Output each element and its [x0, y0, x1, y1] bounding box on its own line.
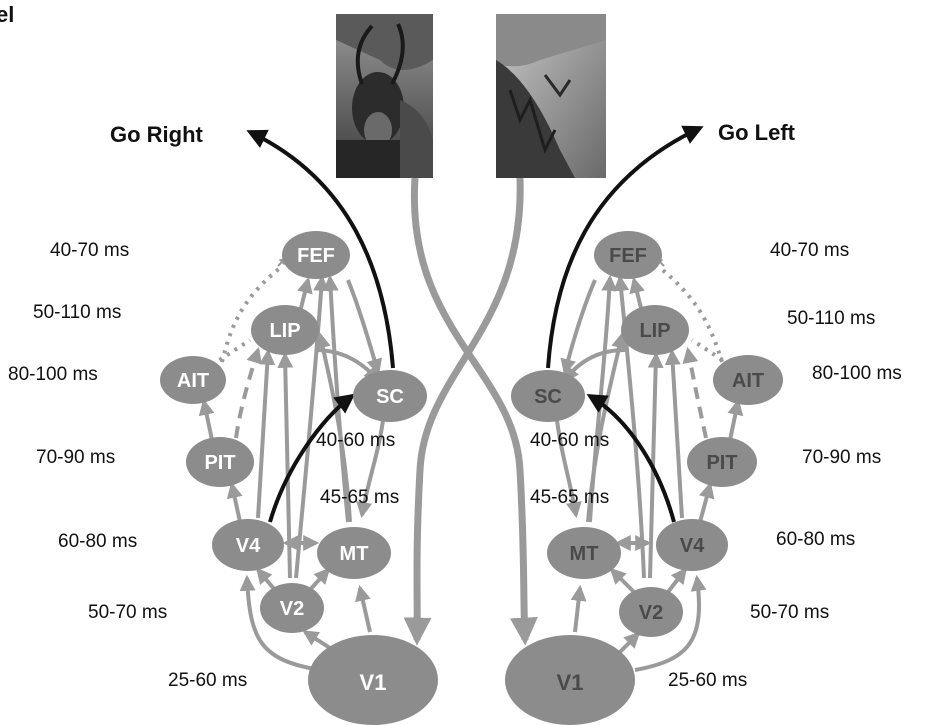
- left-fef-node: FEF: [282, 231, 350, 279]
- panel-letter: el: [0, 2, 14, 27]
- left-latency-fef: 40-70 ms: [50, 240, 129, 261]
- left-v1-node: V1: [308, 635, 438, 725]
- river-bank-photo: [496, 14, 606, 178]
- left-latency-v1: 25-60 ms: [168, 670, 247, 691]
- go-left-label: Go Left: [718, 120, 796, 145]
- right-latency-pit: 70-90 ms: [802, 447, 881, 468]
- right-connections: [554, 256, 744, 672]
- antelope-photo: [336, 14, 433, 178]
- left-latency-v4: 60-80 ms: [58, 531, 137, 552]
- left-v1-label: V1: [360, 670, 387, 695]
- right-lip-node: LIP: [621, 305, 689, 355]
- left-ait-label: AIT: [177, 370, 209, 392]
- right-mt-label: MT: [570, 543, 599, 565]
- left-latency-ait: 80-100 ms: [8, 364, 98, 385]
- right-v2-label: V2: [639, 602, 663, 624]
- left-latency-sc: 40-60 ms: [316, 430, 395, 451]
- left-lip-node: LIP: [251, 305, 319, 355]
- right-v4-node: V4: [656, 519, 728, 571]
- left-v4-label: V4: [236, 535, 261, 557]
- left-connections: [198, 256, 386, 672]
- left-lip-label: LIP: [269, 320, 300, 342]
- right-output-arrows: [546, 125, 704, 523]
- right-mt-node: MT: [547, 527, 621, 579]
- left-latency-labels: 40-70 ms 50-110 ms 80-100 ms 70-90 ms 60…: [8, 240, 399, 691]
- right-v4-label: V4: [680, 535, 705, 557]
- right-v2-node: V2: [619, 587, 683, 637]
- right-latency-fef: 40-70 ms: [770, 240, 849, 261]
- right-ait-label: AIT: [732, 370, 764, 392]
- left-sc-node: SC: [353, 370, 427, 422]
- right-sc-label: SC: [534, 386, 562, 408]
- left-pit-label: PIT: [204, 452, 235, 474]
- right-sc-node: SC: [511, 370, 585, 422]
- left-pit-node: PIT: [186, 437, 254, 487]
- left-mt-node: MT: [317, 527, 391, 579]
- left-sc-label: SC: [376, 386, 404, 408]
- right-pit-node: PIT: [687, 437, 757, 487]
- right-latency-mt: 45-65 ms: [530, 487, 609, 508]
- left-output-arrows: [246, 129, 395, 523]
- left-v2-label: V2: [280, 598, 304, 620]
- right-latency-v2: 50-70 ms: [750, 602, 829, 623]
- right-latency-ait: 80-100 ms: [812, 363, 902, 384]
- left-nodes: FEF LIP AIT SC PIT V4 MT V2: [160, 231, 438, 725]
- left-latency-lip: 50-110 ms: [33, 302, 121, 323]
- right-ait-node: AIT: [713, 355, 783, 405]
- right-latency-labels: 40-70 ms 50-110 ms 80-100 ms 70-90 ms 60…: [530, 240, 902, 691]
- right-fef-node: FEF: [594, 231, 662, 279]
- go-right-label: Go Right: [110, 122, 204, 147]
- right-latency-lip: 50-110 ms: [787, 308, 875, 329]
- right-fef-label: FEF: [609, 245, 647, 267]
- left-fef-label: FEF: [297, 245, 335, 267]
- right-lip-label: LIP: [639, 320, 670, 342]
- right-v1-node: V1: [505, 635, 635, 725]
- right-latency-v1: 25-60 ms: [668, 670, 747, 691]
- left-mt-label: MT: [340, 543, 369, 565]
- left-ait-node: AIT: [160, 356, 226, 404]
- right-latency-v4: 60-80 ms: [776, 529, 855, 550]
- left-latency-mt: 45-65 ms: [320, 487, 399, 508]
- right-nodes: FEF LIP AIT SC PIT V4 MT V2: [505, 231, 783, 725]
- optic-pathway: [403, 177, 538, 646]
- left-v4-node: V4: [212, 519, 284, 571]
- left-latency-pit: 70-90 ms: [36, 447, 115, 468]
- left-v2-node: V2: [260, 583, 324, 633]
- left-latency-v2: 50-70 ms: [88, 602, 167, 623]
- right-v1-label: V1: [557, 670, 584, 695]
- right-latency-sc: 40-60 ms: [530, 430, 609, 451]
- right-pit-label: PIT: [706, 452, 737, 474]
